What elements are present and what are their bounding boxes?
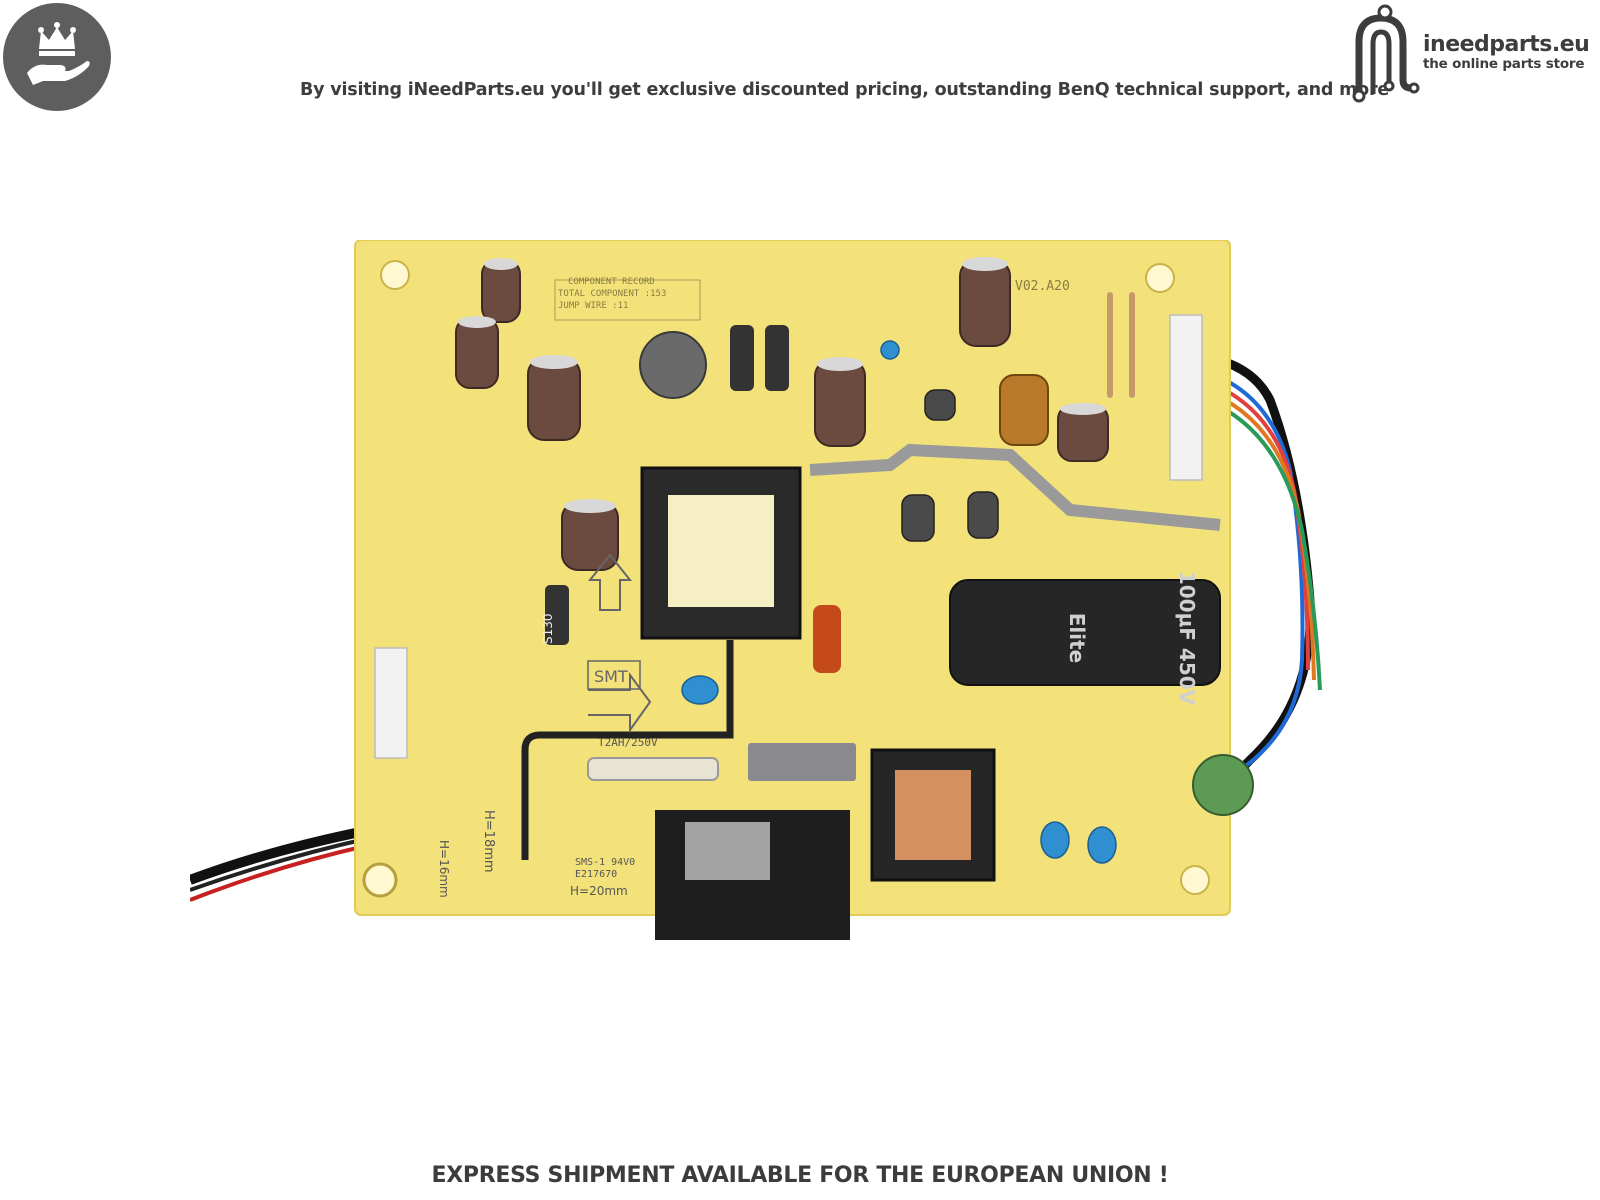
circuit-n-logo-icon — [1352, 4, 1420, 103]
smt-mark: SMT — [594, 667, 628, 686]
fuse-rating: T2AH/250V — [598, 736, 658, 749]
cert-number: E217670 — [575, 869, 617, 880]
power-board-illustration: COMPONENT RECORD TOTAL COMPONENT :153 JU… — [188, 239, 1322, 940]
power-board-photo: COMPONENT RECORD TOTAL COMPONENT :153 JU… — [188, 239, 1370, 1000]
cert-mark: SMS-1 94V0 — [575, 857, 635, 868]
record-jump: JUMP WIRE :11 — [558, 301, 628, 311]
crown-hand-badge — [3, 3, 111, 111]
crown-hand-icon — [27, 22, 90, 85]
logo-name: ineedparts.eu — [1423, 32, 1590, 57]
board-version: V02.A20 — [1015, 279, 1070, 294]
height-mark-18: H=18mm — [481, 810, 496, 873]
header-tagline: By visiting iNeedParts.eu you'll get exc… — [300, 80, 1390, 100]
record-title: COMPONENT RECORD — [568, 277, 655, 287]
height-mark-16: H=16mm — [437, 840, 451, 898]
shipping-banner: EXPRESS SHIPMENT AVAILABLE FOR THE EUROP… — [431, 1163, 1169, 1188]
logo-subtitle: the online parts store — [1423, 56, 1585, 72]
big-cap-rating: 100μF 450V — [1175, 571, 1199, 706]
record-total: TOTAL COMPONENT :153 — [558, 289, 666, 299]
big-cap-brand: Elite — [1065, 613, 1089, 664]
ineedparts-logo[interactable]: ineedparts.eu the online parts store — [1345, 2, 1595, 104]
height-mark-20: H=20mm — [570, 884, 628, 898]
diode-label: S130 — [541, 613, 555, 644]
